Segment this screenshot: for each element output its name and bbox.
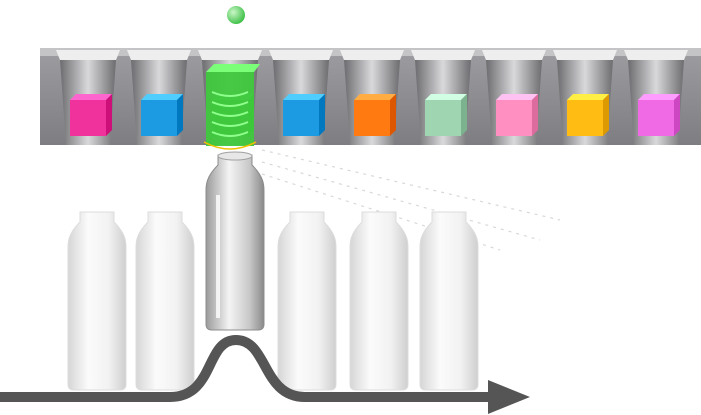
color-cube-mint <box>425 94 467 136</box>
bottle <box>136 212 194 390</box>
bottle <box>278 212 336 390</box>
dispenser-cell-pink <box>482 50 546 145</box>
dispenser-cell-green <box>198 50 262 149</box>
dispenser-cell-violet <box>624 50 688 145</box>
dispenser-cell-magenta <box>56 50 120 145</box>
color-cube-blue <box>283 94 325 136</box>
color-cube-green <box>204 64 260 149</box>
bottle <box>350 212 408 390</box>
color-cube-magenta <box>70 94 112 136</box>
color-cube-orange <box>354 94 396 136</box>
dispenser-cell-blue <box>127 50 191 145</box>
dispenser-cell-yellow <box>553 50 617 145</box>
dispenser-cell-mint <box>411 50 475 145</box>
color-cube-violet <box>638 94 680 136</box>
color-cube-blue <box>141 94 183 136</box>
bottle <box>420 212 478 390</box>
dispenser-cell-blue <box>269 50 333 145</box>
color-cube-pink <box>496 94 538 136</box>
color-cube-yellow <box>567 94 609 136</box>
bottle <box>68 212 126 390</box>
bottle-filling <box>206 152 264 330</box>
green-dot-icon <box>227 6 245 24</box>
dispenser-rack <box>40 48 701 149</box>
bottle-row <box>68 152 478 390</box>
dispenser-cell-orange <box>340 50 404 145</box>
